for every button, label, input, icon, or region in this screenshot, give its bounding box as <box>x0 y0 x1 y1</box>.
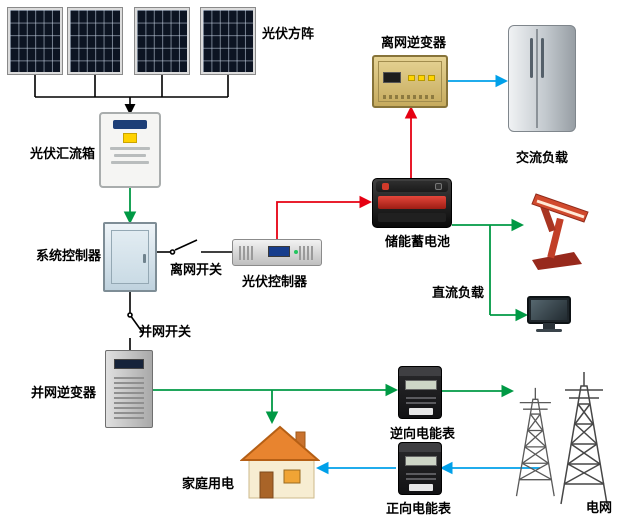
house-roof <box>240 425 320 461</box>
transmission-tower-large <box>560 372 608 505</box>
battery-lower-strip <box>378 213 446 222</box>
meter-cap <box>399 443 441 452</box>
offgrid-switch-blade <box>174 239 198 251</box>
label-ongrid-switch: 并网开关 <box>139 324 192 339</box>
panel-drop-wires <box>34 74 229 97</box>
label-reverse-energy-meter: 逆向电能表 <box>390 426 456 441</box>
combiner-nameplate <box>113 120 147 129</box>
lamp-led-strip <box>536 199 585 219</box>
house-door <box>259 471 274 499</box>
combiner-text-line <box>111 161 149 164</box>
meter-badge <box>409 408 433 415</box>
meter-text-line <box>406 478 436 480</box>
solar-panel <box>7 7 63 75</box>
meter-lcd <box>405 456 437 466</box>
controller-handle <box>143 254 146 263</box>
vent-grille <box>114 377 144 419</box>
combiner-text-line <box>110 147 150 150</box>
refrigerator <box>508 25 576 132</box>
label-pv-controller: 光伏控制器 <box>242 274 308 289</box>
offgrid-inverter <box>372 55 448 108</box>
green-flow-wires <box>123 188 529 425</box>
storage-battery <box>372 178 452 228</box>
inverter-button <box>418 75 425 81</box>
meter-cap <box>399 367 441 376</box>
meter-text-line <box>406 473 436 475</box>
lamp-arm-lower <box>547 217 564 259</box>
label-pv-array: 光伏方阵 <box>262 26 315 41</box>
solar-panel <box>200 7 256 75</box>
meter-lcd <box>405 380 437 390</box>
vent-slots <box>383 95 437 99</box>
label-storage-battery: 储能蓄电池 <box>385 234 451 249</box>
vent-grille <box>299 246 315 260</box>
solar-panel <box>134 7 190 75</box>
house-window <box>283 469 301 484</box>
fridge-handle <box>541 38 544 78</box>
label-power-grid: 电网 <box>586 500 613 515</box>
meter-text-line <box>406 397 436 399</box>
meter-text-line <box>406 402 436 404</box>
inverter-panel <box>378 61 442 102</box>
label-dc-load: 直流负载 <box>432 285 485 300</box>
pv-controller <box>232 239 322 266</box>
meter-badge <box>409 484 433 491</box>
pv-combiner-box <box>99 112 161 188</box>
status-led <box>294 250 298 254</box>
inverter-button <box>428 75 435 81</box>
switch-contact-dot <box>127 312 133 318</box>
reverse-energy-meter <box>398 366 442 419</box>
controller-door <box>111 230 149 284</box>
tv-base <box>536 329 562 332</box>
label-forward-energy-meter: 正向电能表 <box>386 501 452 516</box>
pvcontroller-to-battery-arrow <box>276 195 373 239</box>
vent-grille <box>239 246 255 260</box>
label-ongrid-inverter: 并网逆变器 <box>31 385 97 400</box>
tv-screen <box>531 300 567 320</box>
ongrid-inverter <box>105 350 153 428</box>
house-wall <box>248 459 315 499</box>
label-ac-load: 交流负载 <box>516 150 569 165</box>
transmission-towers <box>515 372 608 505</box>
forward-energy-meter <box>398 442 442 495</box>
lamp-arm-upper <box>539 201 556 233</box>
battery-terminal-positive <box>382 183 389 190</box>
switch-contact-dot <box>169 249 176 255</box>
inverter-button <box>408 75 415 81</box>
house <box>240 425 320 499</box>
battery-terminal-negative <box>435 183 442 190</box>
transmission-tower-small <box>515 387 555 497</box>
label-system-controller: 系统控制器 <box>36 248 102 263</box>
tv-monitor <box>527 296 571 332</box>
label-pv-combiner-box: 光伏汇流箱 <box>30 146 96 161</box>
label-household-power: 家庭用电 <box>182 476 235 491</box>
combiner-text-line <box>114 154 146 157</box>
inverter-display <box>114 359 144 369</box>
fridge-handle <box>530 38 533 78</box>
system-controller <box>103 222 157 292</box>
label-offgrid-inverter: 离网逆变器 <box>381 35 447 50</box>
warning-sticker <box>123 133 137 143</box>
controller-display <box>268 246 290 257</box>
desk-lamp <box>531 193 589 270</box>
fridge-door-split <box>536 29 538 128</box>
inverter-display <box>383 72 401 83</box>
battery-top <box>376 181 448 192</box>
battery-label-strip <box>378 196 446 209</box>
solar-panel <box>67 7 123 75</box>
tv-stand <box>543 323 555 329</box>
lamp-base <box>532 252 582 270</box>
label-offgrid-switch: 离网开关 <box>170 262 223 277</box>
